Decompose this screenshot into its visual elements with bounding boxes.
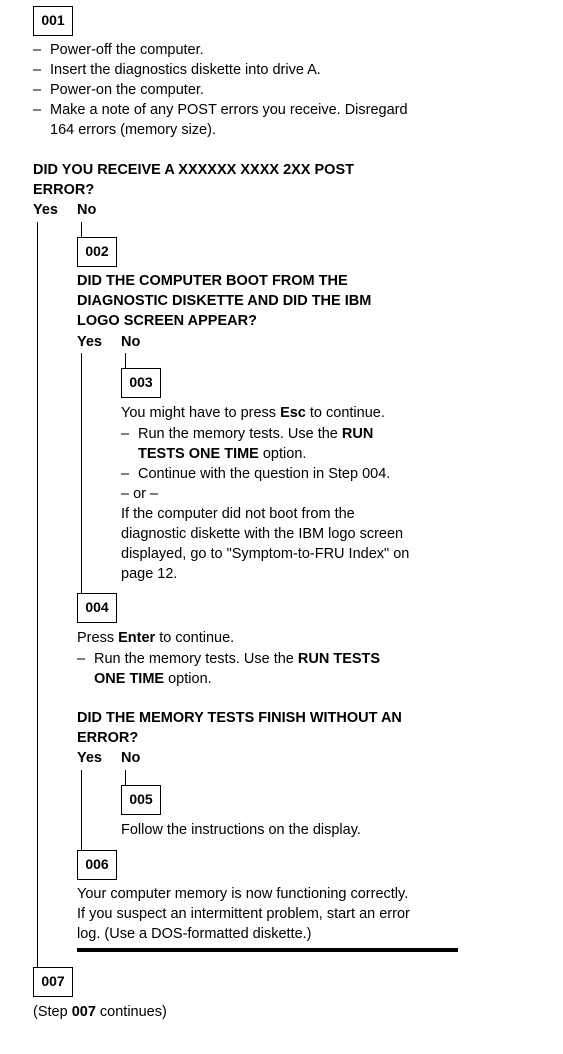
instruction-text: Insert the diagnostics diskette into dri…	[50, 62, 321, 78]
step-number-box: 003	[121, 368, 161, 398]
key-name: Esc	[280, 405, 306, 421]
instruction-text: ONE TIME option.	[94, 671, 212, 687]
end-rule	[77, 948, 458, 952]
bullet-dash: –	[121, 426, 130, 442]
yes-branch-line	[81, 770, 82, 850]
step-number-box: 007	[33, 967, 73, 997]
bullet-dash: –	[121, 466, 130, 482]
instruction-text: You might have to press Esc to continue.	[121, 405, 385, 421]
yes-branch-line	[37, 222, 38, 967]
instruction-text: Run the memory tests. Use the RUN TESTS	[94, 651, 381, 667]
instruction-text: If you suspect an intermittent problem, …	[77, 906, 410, 922]
bullet-dash: –	[33, 82, 42, 98]
instruction-text: If the computer did not boot from the	[121, 506, 355, 522]
instruction-text: Power-off the computer.	[50, 42, 204, 58]
question-text: DIAGNOSTIC DISKETTE AND DID THE IBM	[77, 293, 372, 309]
bullet-dash: –	[33, 102, 42, 118]
instruction-text: Make a note of any POST errors you recei…	[50, 102, 408, 118]
step-number-box: 002	[77, 237, 117, 267]
instruction-text: Run the memory tests. Use the RUN	[138, 426, 374, 442]
instruction-text: diagnostic diskette with the IBM logo sc…	[121, 526, 404, 542]
no-label: No	[121, 750, 141, 766]
instruction-text: Your computer memory is now functioning …	[77, 886, 409, 902]
instruction-text: log. (Use a DOS-formatted diskette.)	[77, 926, 312, 942]
instruction-text: displayed, go to "Symptom-to-FRU Index" …	[121, 546, 410, 562]
question-text: LOGO SCREEN APPEAR?	[77, 313, 257, 329]
instruction-text: TESTS ONE TIME option.	[138, 446, 307, 462]
key-name: Enter	[118, 630, 156, 646]
question-text: ERROR?	[77, 730, 139, 746]
yes-label: Yes	[33, 202, 58, 218]
step-number-box: 001	[33, 6, 73, 36]
instruction-text: Continue with the question in Step 004.	[138, 466, 391, 482]
continuation-note: (Step 007 continues)	[33, 1004, 167, 1020]
bullet-dash: –	[33, 62, 42, 78]
question-text: ERROR?	[33, 182, 95, 198]
no-label: No	[121, 334, 141, 350]
yes-branch-line	[81, 353, 82, 593]
no-branch-line	[125, 353, 126, 368]
bullet-dash: –	[77, 651, 86, 667]
no-branch-line	[125, 770, 126, 785]
no-branch-line	[81, 222, 82, 237]
no-label: No	[77, 202, 97, 218]
yes-label: Yes	[77, 334, 102, 350]
instruction-text: Press Enter to continue.	[77, 630, 235, 646]
question-text: DID YOU RECEIVE A XXXXXX XXXX 2XX POST	[33, 162, 354, 178]
yes-label: Yes	[77, 750, 102, 766]
instruction-text: 164 errors (memory size).	[50, 122, 216, 138]
step-number-box: 006	[77, 850, 117, 880]
question-text: DID THE MEMORY TESTS FINISH WITHOUT AN	[77, 710, 402, 726]
instruction-text: Power-on the computer.	[50, 82, 204, 98]
step-number-box: 004	[77, 593, 117, 623]
instruction-text: page 12.	[121, 566, 178, 582]
instruction-text: Follow the instructions on the display.	[121, 822, 361, 838]
step-number-box: 005	[121, 785, 161, 815]
or-separator: – or –	[121, 486, 159, 502]
question-text: DID THE COMPUTER BOOT FROM THE	[77, 273, 348, 289]
bullet-dash: –	[33, 42, 42, 58]
